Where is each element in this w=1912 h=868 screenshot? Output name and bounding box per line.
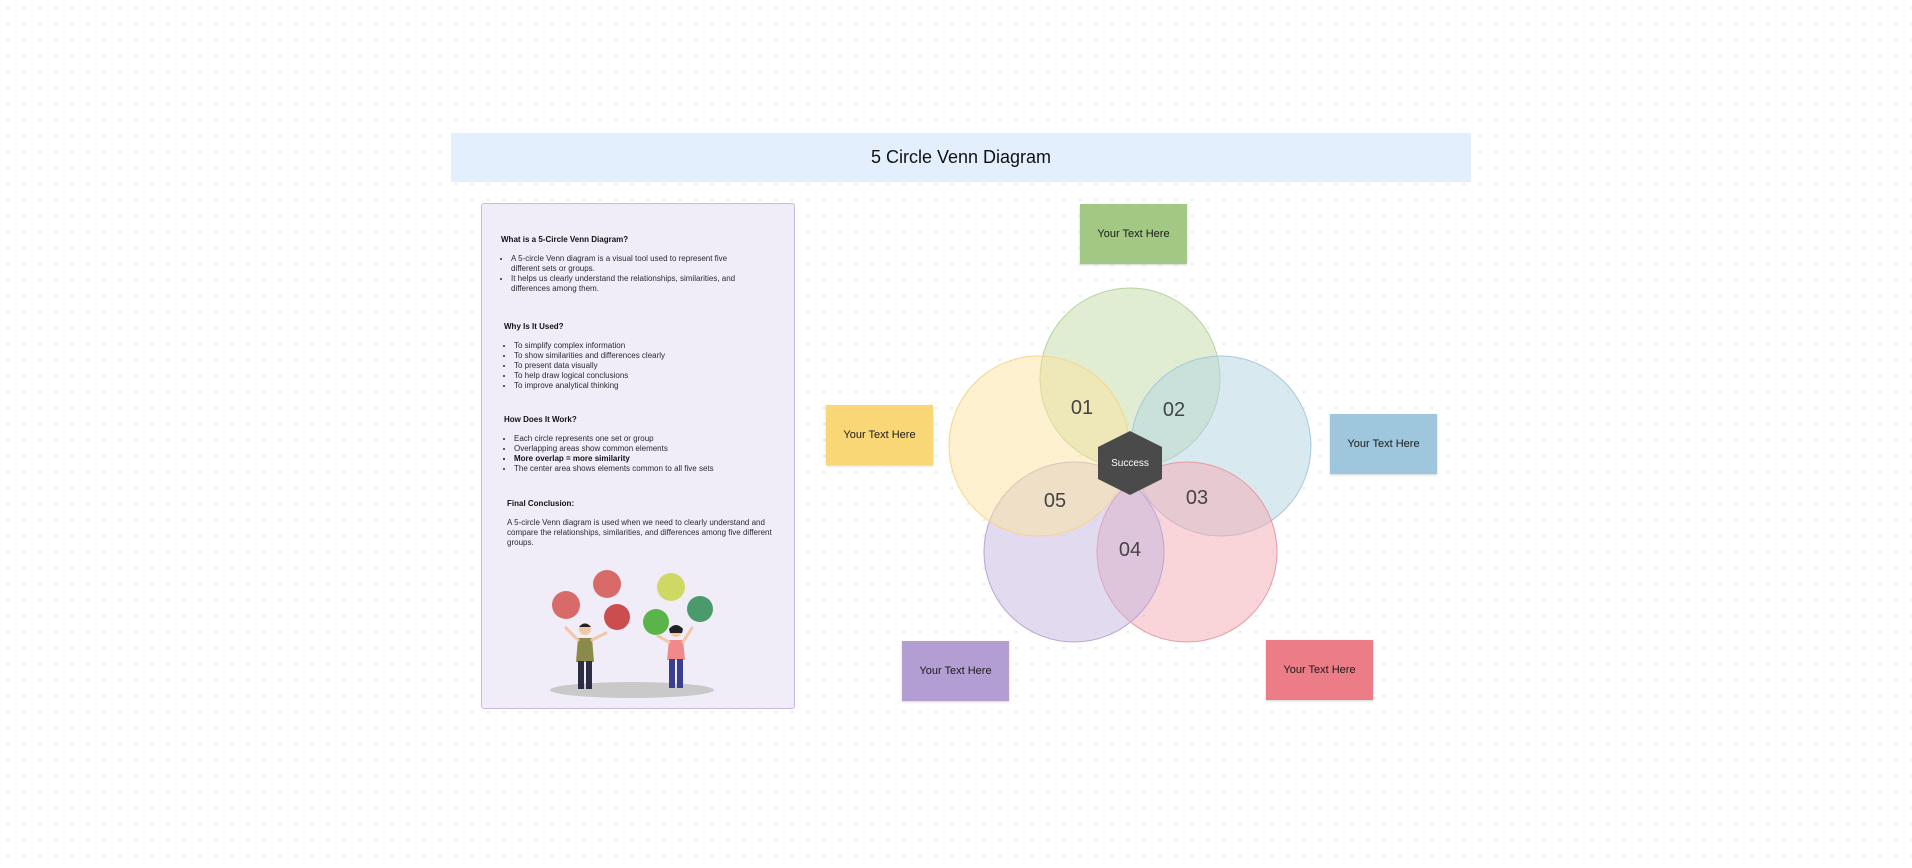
- success-hexagon: [1098, 431, 1162, 495]
- bullet-list: A 5-circle Venn diagram is a visual tool…: [501, 254, 756, 294]
- sticky-note-05[interactable]: Your Text Here: [826, 405, 933, 465]
- region-label-04: 04: [1119, 539, 1141, 561]
- region-label-01: 01: [1071, 397, 1093, 419]
- sticky-note-03[interactable]: Your Text Here: [1266, 640, 1373, 700]
- center-label: Success: [1111, 458, 1149, 469]
- bullet-item: To simplify complex information: [514, 341, 759, 351]
- section-how: How Does It Work? Each circle represents…: [504, 415, 759, 474]
- ball-icon: [604, 604, 630, 630]
- sticky-note-04[interactable]: Your Text Here: [902, 641, 1009, 701]
- section-why: Why Is It Used? To simplify complex info…: [504, 322, 759, 391]
- ball-icon: [593, 570, 621, 598]
- region-label-03: 03: [1186, 487, 1208, 509]
- bullet-item: To improve analytical thinking: [514, 381, 759, 391]
- page-title: 5 Circle Venn Diagram: [870, 147, 1052, 167]
- bullet-list: Each circle represents one set or group …: [504, 434, 759, 474]
- section-heading: Final Conclusion:: [507, 499, 575, 508]
- bullet-item: To show similarities and differences cle…: [514, 351, 759, 361]
- section-heading: What is a 5-Circle Venn Diagram?: [501, 235, 629, 244]
- bullet-item: A 5-circle Venn diagram is a visual tool…: [511, 254, 756, 274]
- bullet-item: Each circle represents one set or group: [514, 434, 759, 444]
- bullet-item: To help draw logical conclusions: [514, 371, 759, 381]
- man-figure: [564, 623, 608, 689]
- conclusion-text: A 5-circle Venn diagram is used when we …: [507, 518, 772, 547]
- ball-icon: [687, 596, 713, 622]
- sticky-note-01[interactable]: Your Text Here: [1080, 204, 1187, 264]
- bullet-item: It helps us clearly understand the relat…: [511, 274, 756, 294]
- bullet-list: To simplify complex information To show …: [504, 341, 759, 391]
- region-label-02: 02: [1163, 399, 1185, 421]
- ball-icon: [657, 573, 685, 601]
- section-heading: How Does It Work?: [504, 415, 577, 424]
- region-label-05: 05: [1044, 490, 1066, 512]
- ball-icon: [643, 609, 669, 635]
- section-conclusion: Final Conclusion: A 5-circle Venn diagra…: [507, 499, 782, 548]
- people-juggling-illustration: [550, 570, 714, 698]
- ball-icon: [552, 591, 580, 619]
- bullet-item: More overlap = more similarity: [514, 454, 759, 464]
- info-panel: What is a 5-Circle Venn Diagram? A 5-cir…: [481, 203, 795, 709]
- bullet-item: To present data visually: [514, 361, 759, 371]
- sticky-note-02[interactable]: Your Text Here: [1330, 414, 1437, 474]
- section-what: What is a 5-Circle Venn Diagram? A 5-cir…: [501, 235, 756, 294]
- title-bar: 5 Circle Venn Diagram: [451, 133, 1471, 182]
- bullet-item: Overlapping areas show common elements: [514, 444, 759, 454]
- woman-figure: [656, 625, 694, 688]
- section-heading: Why Is It Used?: [504, 322, 564, 331]
- bullet-item: The center area shows elements common to…: [514, 464, 759, 474]
